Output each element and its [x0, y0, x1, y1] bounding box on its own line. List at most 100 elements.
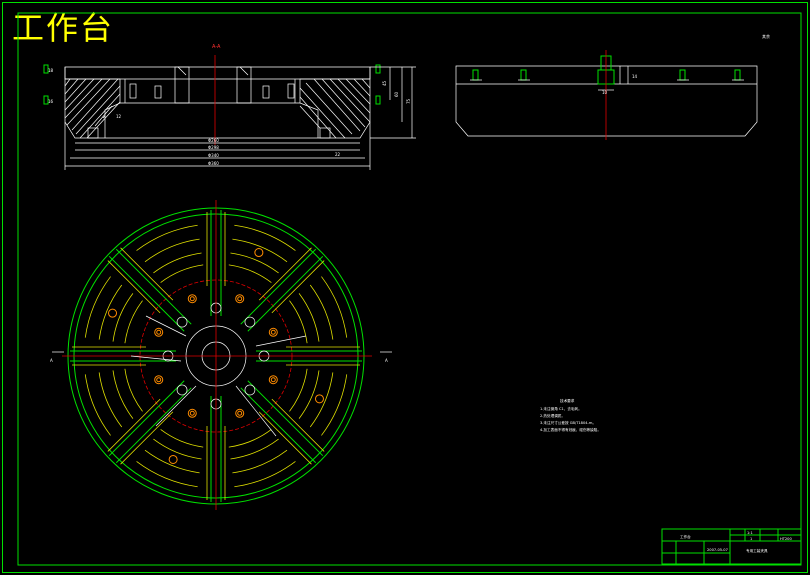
technical-notes: 技术要求 1.未注倒角 C1，去毛刺。 2.热处理调质。 3.未注尺寸公差按 G… [540, 398, 601, 432]
arc-segment [232, 238, 288, 263]
bolt-hole [187, 408, 197, 418]
bolt-hole-inner [237, 296, 243, 302]
leader-line [130, 355, 182, 362]
bolt-hole-inner [156, 377, 162, 383]
notes-line-4: 4.加工表面不得有划痕、碰伤等缺陷。 [540, 427, 601, 432]
bolt-hole-inner [237, 410, 243, 416]
bolt-hole [187, 294, 197, 304]
dim-w4: 18 [48, 68, 54, 73]
arc-segment [298, 370, 320, 419]
arc-segment [153, 438, 202, 460]
drawing-title: 工作台 [12, 9, 115, 47]
arc-segment [234, 224, 296, 251]
arc-segment [228, 429, 272, 448]
bolt-hole-inner [189, 296, 195, 302]
arc-segment [298, 293, 320, 342]
arc-segment [98, 372, 123, 428]
side-dim-w2: 14 [632, 74, 638, 79]
arc-segment [112, 293, 134, 342]
arc-segment [98, 284, 123, 340]
arc-segment [232, 449, 288, 474]
arc-segment [309, 372, 334, 428]
notes-line-1: 1.未注倒角 C1，去毛刺。 [540, 406, 582, 411]
bolt-hole-inner [156, 329, 162, 335]
title-material: HT200 [780, 537, 792, 541]
outer-bolt-hole [314, 394, 324, 404]
slot-end [176, 316, 188, 328]
arc-segment [309, 284, 334, 340]
outer-bolt-hole [254, 248, 264, 258]
bolt-hole [235, 294, 245, 304]
slot-outline [107, 260, 161, 314]
slot-end [244, 384, 256, 396]
bolt-hole [268, 375, 278, 385]
dim-w3: 16 [48, 99, 54, 104]
slot-edge [108, 380, 185, 457]
slot-edge [247, 255, 324, 332]
slot-edge [240, 248, 317, 325]
arc-segment [289, 300, 308, 344]
dim-w1: 12 [116, 114, 122, 119]
bolt-hole [154, 375, 164, 385]
slot-edge [247, 380, 324, 457]
title-part-name: 工作台 [680, 534, 691, 539]
arc-segment [160, 429, 204, 448]
bolt-hole-inner [189, 410, 195, 416]
dim-d1: Φ260 [208, 138, 219, 143]
title-scale: 1:1 [747, 531, 753, 535]
slot-outline [271, 398, 325, 452]
dim-w6: 22 [335, 152, 341, 157]
slot-edge [108, 255, 185, 332]
bolt-hole-inner [270, 329, 276, 335]
bolt-hole [154, 327, 164, 337]
slot-end [176, 384, 188, 396]
slot-edge [240, 387, 317, 464]
side-dim-w5: 10 [602, 90, 608, 95]
bolt-hole [268, 327, 278, 337]
arc-segment [84, 374, 111, 436]
arc-segment [321, 374, 348, 436]
dim-h3: 75 [406, 98, 411, 104]
slot-outline [120, 247, 174, 301]
arc-segment [289, 368, 308, 412]
title-date: 2007-05-07 [707, 548, 728, 552]
dim-d2: Φ298 [208, 145, 219, 150]
arc-segment [230, 252, 279, 274]
notes-line-2: 2.热处理调质。 [540, 413, 565, 418]
slot-edge [115, 387, 192, 464]
notes-line-3: 3.未注尺寸公差按 GB/T1804-m。 [540, 420, 596, 425]
leader-line [155, 385, 197, 427]
slot-end [244, 316, 256, 328]
arc-segment [230, 438, 279, 460]
arc-segment [160, 264, 204, 283]
leader-line [255, 335, 307, 347]
arc-segment [144, 238, 200, 263]
slot-outline [258, 411, 312, 465]
dim-d4: Φ360 [208, 161, 219, 166]
title-drawing-name: 专用工装夹具 [746, 548, 768, 553]
arc-segment [136, 461, 198, 488]
arc-segment [321, 276, 348, 338]
section-view: A-A [43, 44, 416, 170]
slot-edge [115, 248, 192, 325]
dim-h1: 45 [382, 80, 387, 86]
arrow-left-label: A [50, 358, 53, 363]
arc-segment [144, 449, 200, 474]
arc-segment [228, 264, 272, 283]
dim-h2: 60 [394, 91, 399, 97]
arrow-right-label: A [385, 358, 388, 363]
bolt-hole-inner [270, 377, 276, 383]
bolt-hole [235, 408, 245, 418]
title-sheet: 1 [750, 537, 752, 541]
notes-heading: 技术要求 [560, 398, 575, 403]
slot-outline [120, 411, 174, 465]
inner-border [17, 12, 802, 566]
title-block [661, 528, 802, 565]
section-label: A-A [212, 44, 221, 50]
leader-line [145, 315, 187, 337]
slot-outline [258, 247, 312, 301]
roughness-label: 其余 [762, 33, 770, 39]
dim-d3: Φ340 [208, 153, 219, 158]
